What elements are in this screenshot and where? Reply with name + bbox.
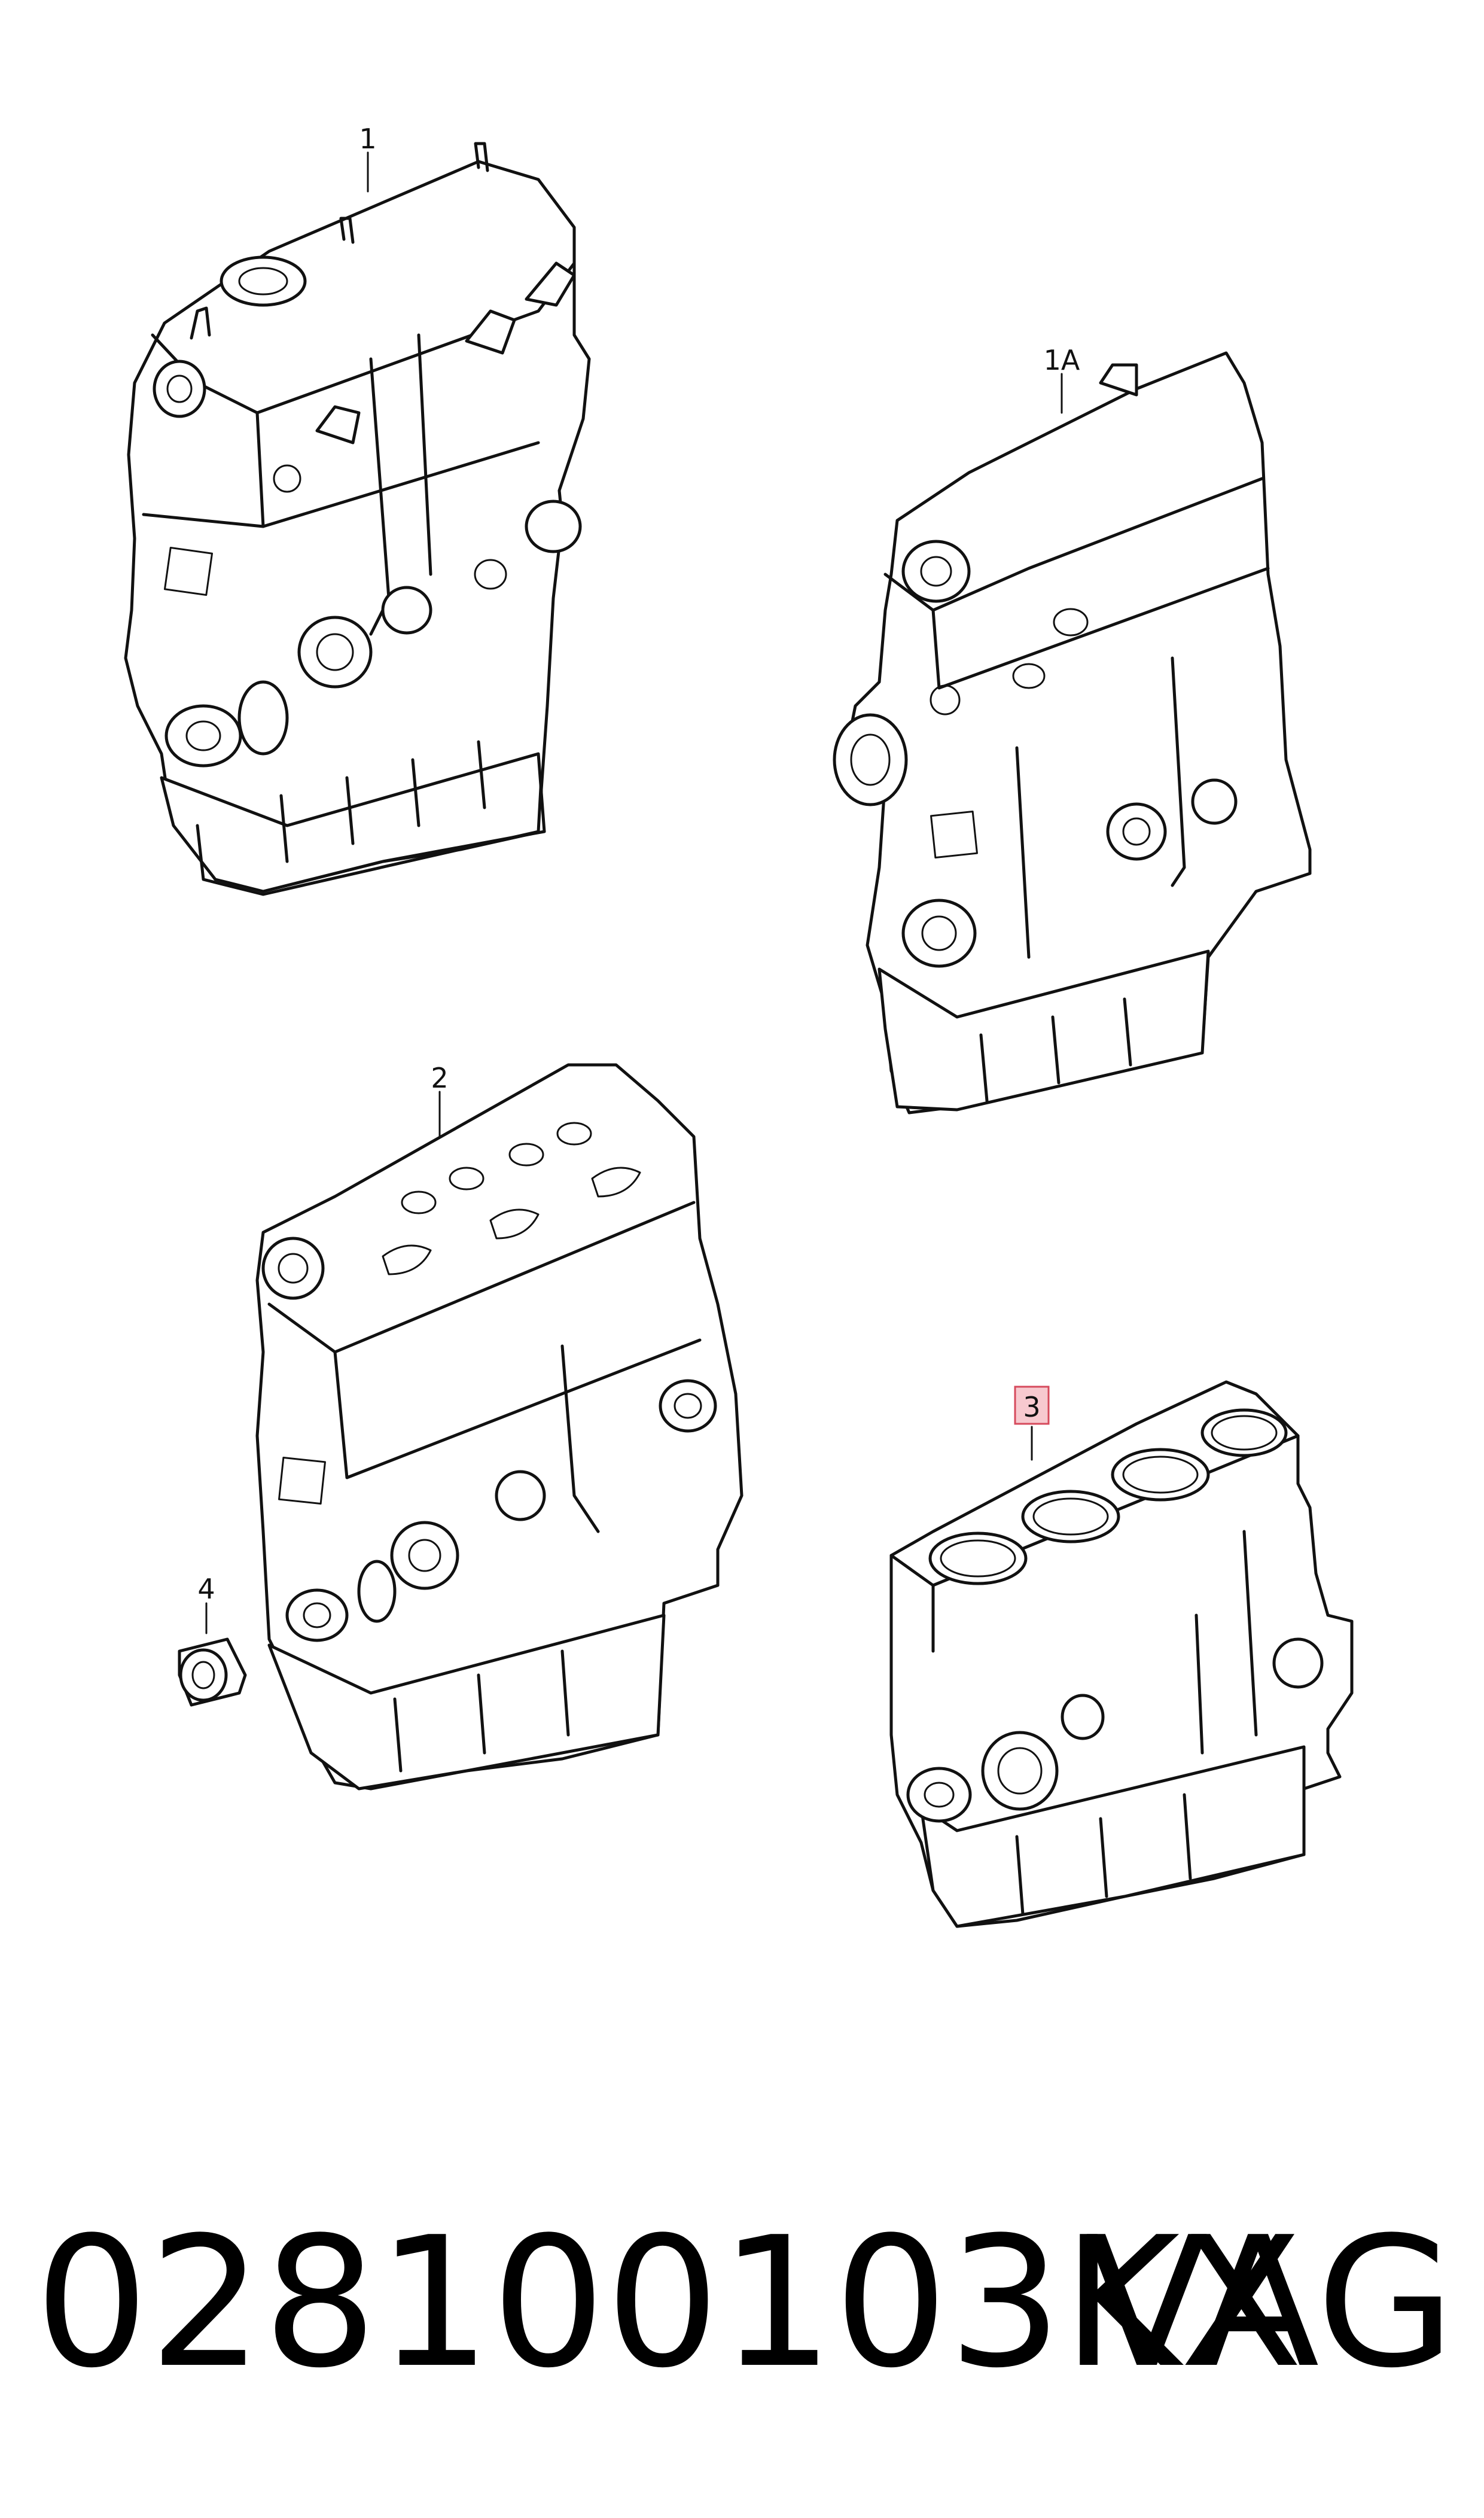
callout-2[interactable]: 2 <box>431 1062 448 1094</box>
engine-1-drawing <box>124 142 591 896</box>
callout-4[interactable]: 4 <box>197 1573 215 1605</box>
callout-1[interactable]: 1 <box>359 123 376 155</box>
callout-3-highlight <box>1014 1386 1050 1425</box>
callout-1a[interactable]: 1A <box>1044 344 1080 376</box>
engine-1a-drawing <box>833 351 1312 1115</box>
engine-2-drawing <box>255 1063 743 1791</box>
callout-3[interactable]: 3 <box>1023 1391 1040 1423</box>
brand-label: VAG <box>1085 2199 1455 2407</box>
part-3-short-block-drawing <box>889 1380 1354 1928</box>
part-number-label: 028100103KX <box>35 2199 1303 2407</box>
part-4-bearing-drawing <box>178 1602 247 1707</box>
